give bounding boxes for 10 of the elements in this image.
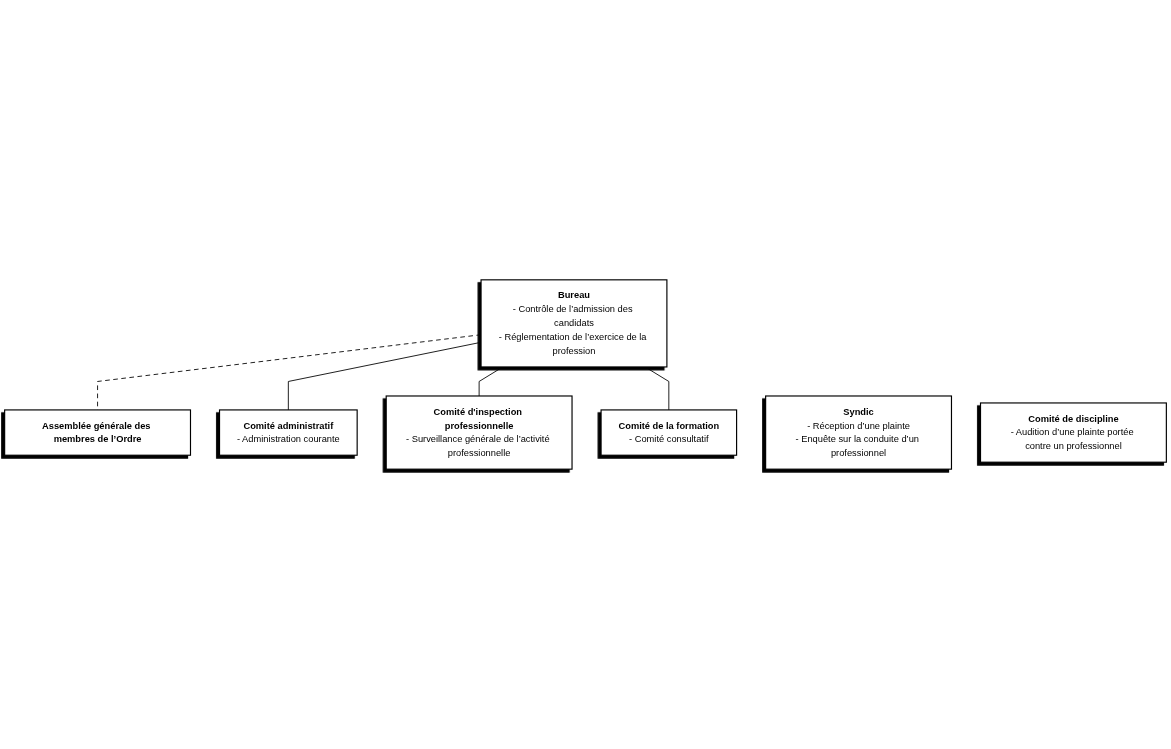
- node-box: Comité administratif - Administration courante: [218, 409, 358, 456]
- node-box: Comité de la formation - Comité consultatif: [600, 409, 738, 456]
- connector: [478, 366, 504, 397]
- node-box: Comité d'inspection professionnelle - Surveillance générale de l’activité professionnelle: [385, 395, 573, 470]
- node-box: Assemblée générale des membres de l’Ordre: [4, 409, 192, 456]
- connector: [97, 334, 482, 411]
- connector: [287, 341, 482, 411]
- node-box: Bureau - Contrôle de l’admission des candidats - Réglementation de l’exercice de la profession: [480, 279, 668, 368]
- node-box: Comité de discipline - Audition d’une plainte portée contre un professionnel: [979, 402, 1167, 463]
- node-box: Syndic - Réception d’une plainte - Enquête sur la conduite d’un professionnel: [765, 395, 953, 470]
